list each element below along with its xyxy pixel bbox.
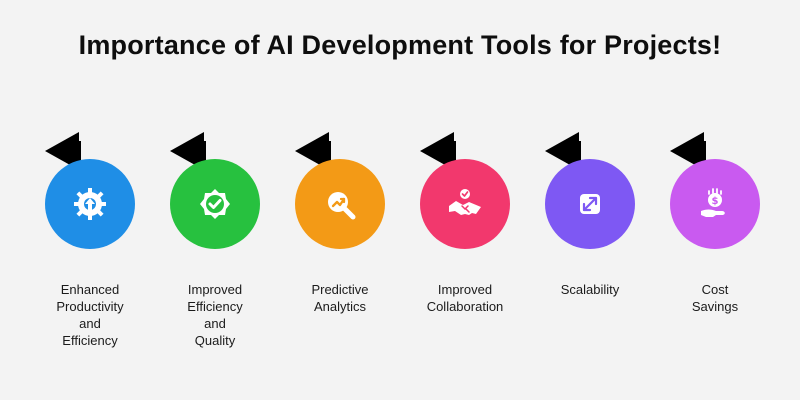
expand-arrows-icon xyxy=(580,194,600,214)
marker-stem xyxy=(700,141,706,161)
benefit-label: Enhanced Productivity and Efficiency xyxy=(56,282,124,348)
cost-savings-circle: $ xyxy=(670,159,760,249)
marker-stem xyxy=(200,141,206,161)
analytics-magnifier-icon xyxy=(328,192,356,220)
collaboration-circle xyxy=(420,159,510,249)
marker-stem xyxy=(575,141,581,161)
benefit-label: Predictive Analytics xyxy=(311,282,369,314)
marker-stem xyxy=(325,141,331,161)
benefit-label: Cost Savings xyxy=(691,282,739,314)
benefit-label: Scalability xyxy=(560,282,620,297)
benefit-item-collaboration: Improved Collaboration xyxy=(420,132,545,362)
svg-text:$: $ xyxy=(712,196,719,207)
benefit-item-quality: Improved Efficiency and Quality xyxy=(170,132,295,362)
marker-stem xyxy=(450,141,456,161)
benefit-item-scalability: Scalability xyxy=(545,132,670,362)
handshake-icon xyxy=(449,189,481,215)
scalability-circle xyxy=(545,159,635,249)
benefit-item-productivity: Enhanced Productivity and Efficiency xyxy=(45,132,170,362)
benefit-label: Improved Efficiency and Quality xyxy=(187,282,243,348)
quality-badge-icon xyxy=(200,189,230,219)
benefit-label: Improved Collaboration xyxy=(426,282,504,314)
productivity-circle xyxy=(45,159,135,249)
benefit-item-cost-savings: $ Cost Savings xyxy=(670,132,795,362)
gear-upload-icon xyxy=(74,188,106,220)
benefit-item-analytics: Predictive Analytics xyxy=(295,132,420,362)
money-hand-icon: $ xyxy=(701,188,725,217)
quality-circle xyxy=(170,159,260,249)
page-title: Importance of AI Development Tools for P… xyxy=(78,30,722,60)
analytics-circle xyxy=(295,159,385,249)
marker-stem xyxy=(75,141,81,161)
